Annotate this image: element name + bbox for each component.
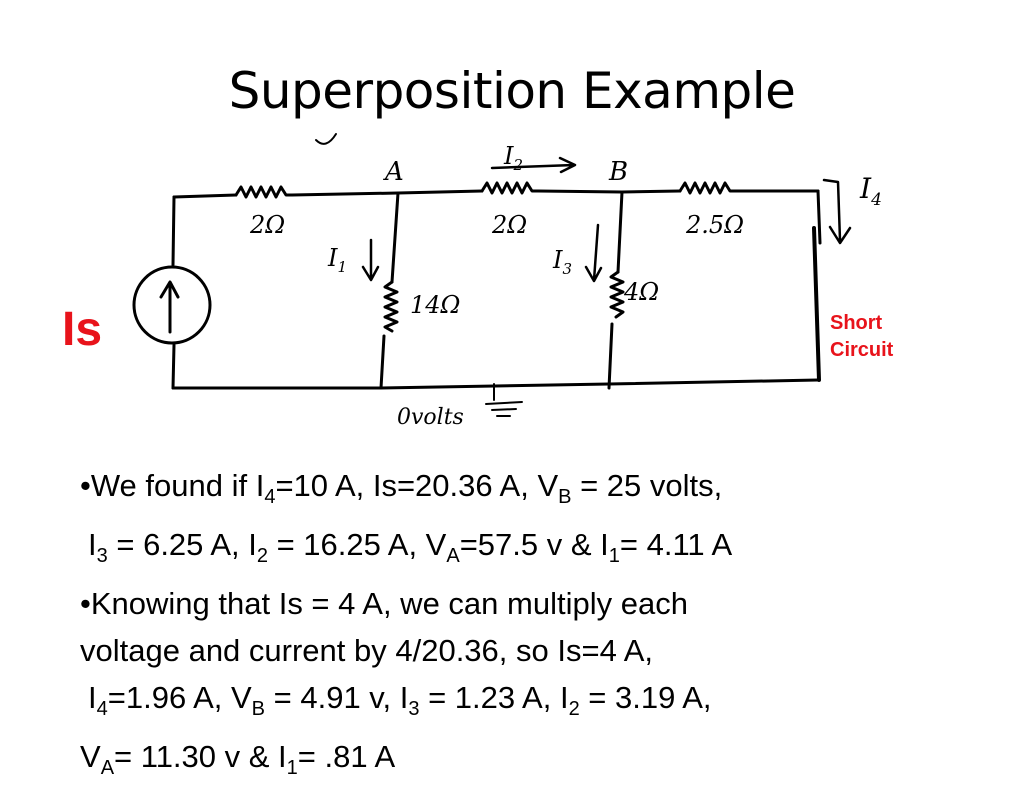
slide-title: Superposition Example bbox=[228, 62, 796, 120]
short-circuit-line1: Short bbox=[830, 312, 883, 334]
current-source bbox=[132, 265, 212, 345]
short-circuit-line2: Circuit bbox=[830, 339, 894, 361]
ground-label: 0volts bbox=[397, 405, 464, 430]
r-mid-label: 2Ω bbox=[491, 211, 527, 239]
source-label: Is bbox=[62, 303, 103, 356]
bullet-line-4: voltage and current by 4/20.36, so Is=4 … bbox=[80, 633, 654, 668]
resistor-left-2ohm bbox=[234, 185, 294, 199]
i1-arrow bbox=[361, 238, 380, 282]
bullet-line-5: I4=1.96 A, VB = 4.91 v, I3 = 1.23 A, I2 … bbox=[88, 680, 712, 720]
r-4-label: 4Ω bbox=[623, 278, 659, 306]
ground-symbol bbox=[485, 383, 523, 417]
resistor-right-2.5ohm bbox=[678, 181, 737, 195]
circuit-diagram: A B 2Ω 2Ω 2.5Ω 14Ω 4Ω 0volts I1 I2 I3 I4 bbox=[132, 133, 882, 430]
short-circuit-wire bbox=[816, 189, 822, 245]
node-b-label: B bbox=[608, 157, 628, 187]
short-circuit-bar bbox=[812, 226, 821, 382]
resistor-4ohm bbox=[609, 270, 625, 319]
wire-a-ground bbox=[379, 191, 400, 390]
resistor-14ohm bbox=[383, 280, 399, 333]
r-left-label: 2Ω bbox=[249, 211, 285, 239]
i4-arrow bbox=[822, 178, 852, 245]
i1-label: I1 bbox=[327, 244, 347, 276]
i3-arrow bbox=[584, 223, 603, 283]
bullet-line-1: •We found if I4=10 A, Is=20.36 A, VB = 2… bbox=[80, 468, 723, 508]
node-a-label: A bbox=[383, 157, 404, 187]
bullet-list: •We found if I4=10 A, Is=20.36 A, VB = 2… bbox=[80, 462, 980, 792]
short-circuit-label: Short Circuit bbox=[830, 310, 893, 364]
bullet-line-6: VA= 11.30 v & I1= .81 A bbox=[80, 739, 396, 779]
r-14-label: 14Ω bbox=[410, 291, 460, 319]
i2-arrow bbox=[490, 156, 577, 174]
bottom-wire bbox=[171, 378, 820, 390]
bullet-line-2: I3 = 6.25 A, I2 = 16.25 A, VA=57.5 v & I… bbox=[88, 527, 733, 567]
left-wire bbox=[171, 195, 176, 390]
resistor-mid-2ohm bbox=[480, 181, 540, 195]
bullet-line-3: •Knowing that Is = 4 A, we can multiply … bbox=[80, 586, 688, 621]
i3-label: I3 bbox=[552, 246, 572, 278]
r-right-label: 2.5Ω bbox=[685, 211, 744, 239]
stray-mark-top bbox=[315, 133, 337, 145]
i2-label: I2 bbox=[503, 142, 523, 174]
i4-label: I4 bbox=[859, 172, 882, 210]
source-arrow bbox=[159, 280, 180, 334]
wire-b-ground bbox=[607, 190, 624, 390]
